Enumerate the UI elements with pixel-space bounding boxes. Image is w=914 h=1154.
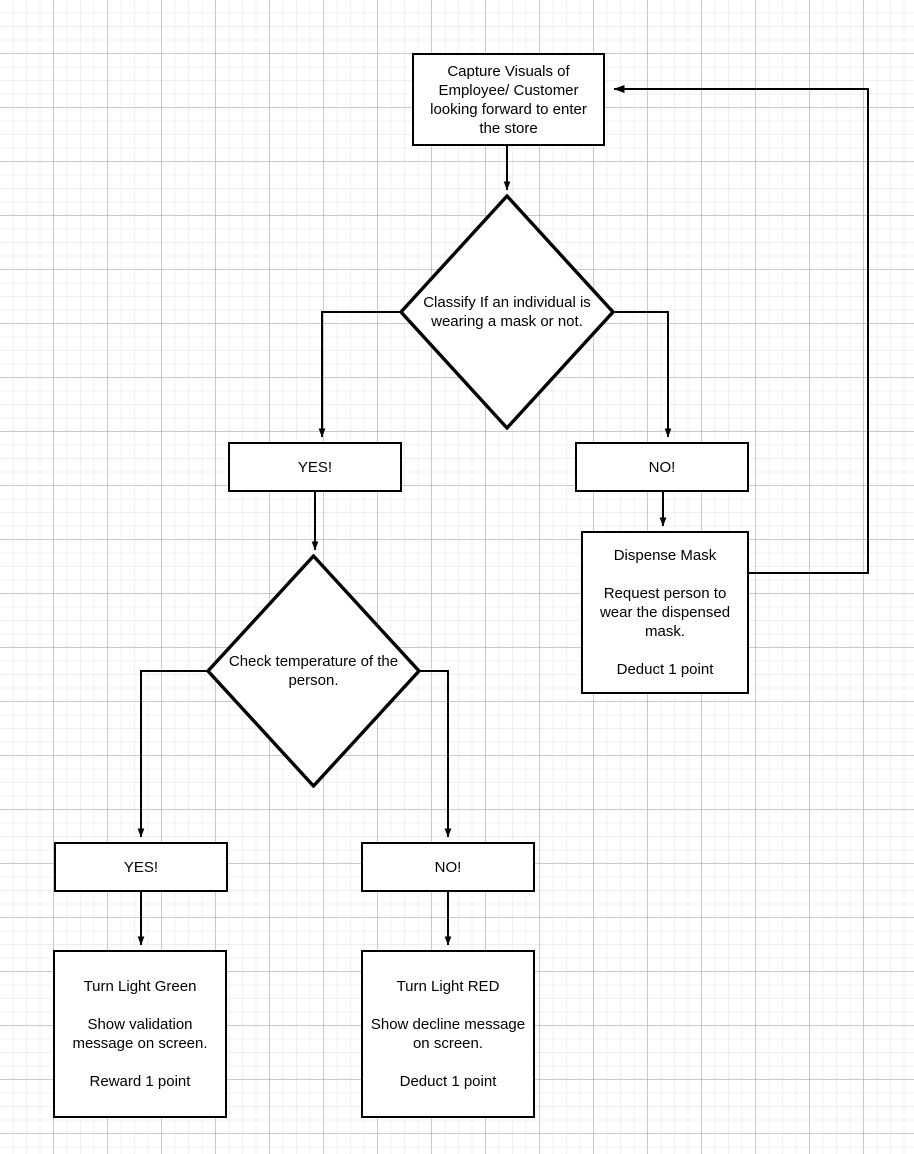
edge-dispense-to-capture-feedback — [613, 85, 869, 574]
text-line: Classify If an individual is — [423, 294, 591, 311]
text-line: Turn Light Green — [83, 978, 197, 995]
node-mask-no[interactable]: NO! — [575, 442, 749, 492]
node-temp-yes-text: YES! — [56, 858, 226, 877]
node-classify-mask-decision[interactable]: Classify If an individual is wearing a ma… — [399, 194, 615, 430]
text-line: Request person to — [603, 585, 727, 602]
text-spacer — [589, 565, 741, 584]
text-line: wear the dispensed — [599, 604, 731, 621]
text-line: Check temperature of the — [228, 653, 399, 670]
text-line: on screen. — [412, 1035, 484, 1052]
text-line: message on screen. — [72, 1035, 208, 1052]
edge-classify-to-mask-yes — [318, 311, 400, 438]
text-spacer — [369, 1053, 527, 1072]
node-mask-no-text: NO! — [577, 458, 747, 477]
edge-check-temp-to-temp-no — [420, 670, 452, 838]
edge-classify-to-mask-no — [615, 311, 672, 438]
node-mask-yes-text: YES! — [230, 458, 400, 477]
text-line: YES! — [297, 458, 333, 476]
text-line: Reward 1 point — [89, 1073, 191, 1090]
text-line: the store — [479, 119, 538, 137]
node-turn-light-red-text: Turn Light RED Show decline message on scr… — [363, 977, 533, 1091]
text-line: person. — [288, 672, 339, 689]
node-classify-mask-decision-text: Classify If an individual is wearing a ma… — [399, 293, 615, 331]
text-spacer — [61, 996, 219, 1015]
text-line: mask. — [644, 623, 685, 640]
text-spacer — [589, 641, 741, 660]
text-line: Show decline message — [370, 1016, 526, 1033]
text-line: YES! — [123, 858, 159, 876]
node-temp-no-text: NO! — [363, 858, 533, 877]
node-check-temperature-decision-text: Check temperature of the person. — [206, 652, 421, 690]
text-spacer — [369, 996, 527, 1015]
text-line: Employee/ Customer — [438, 81, 579, 99]
text-line: Turn Light RED — [396, 978, 500, 995]
text-line: Deduct 1 point — [616, 661, 714, 678]
text-line: Capture Visuals of — [447, 62, 570, 80]
node-temp-no[interactable]: NO! — [361, 842, 535, 892]
node-turn-light-red[interactable]: Turn Light RED Show decline message on scr… — [361, 950, 535, 1118]
text-line: Deduct 1 point — [399, 1073, 497, 1090]
node-temp-yes[interactable]: YES! — [54, 842, 228, 892]
text-line: looking forward to enter — [430, 100, 587, 118]
node-check-temperature-decision[interactable]: Check temperature of the person. — [206, 554, 421, 788]
edge-check-temp-to-temp-yes — [137, 670, 207, 838]
node-mask-yes[interactable]: YES! — [228, 442, 402, 492]
text-spacer — [61, 1053, 219, 1072]
text-line: Dispense Mask — [613, 547, 717, 564]
text-line: Show validation — [87, 1016, 193, 1033]
text-line: NO! — [648, 458, 676, 476]
text-line: NO! — [434, 858, 462, 876]
text-line: wearing a mask or not. — [431, 313, 583, 330]
